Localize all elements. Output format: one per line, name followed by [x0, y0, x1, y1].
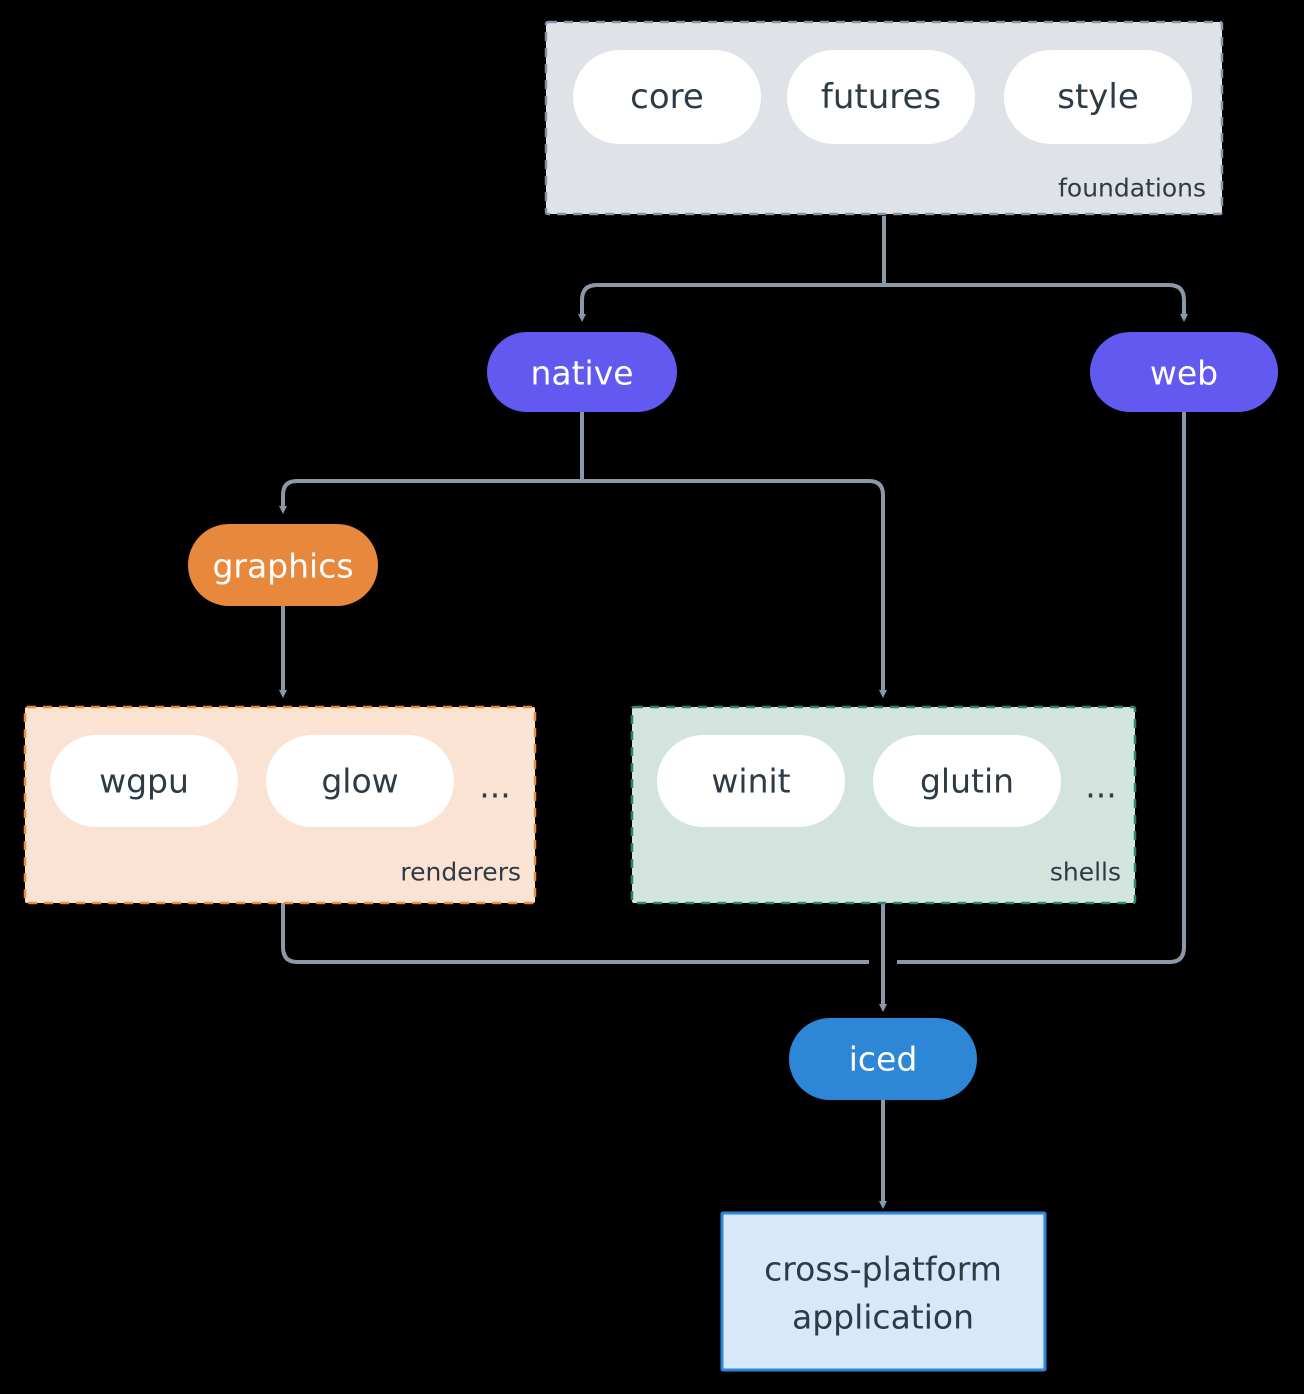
shells-ellipsis: ... — [1085, 767, 1116, 806]
pill-glutin[interactable]: glutin — [873, 735, 1061, 827]
node-graphics[interactable]: graphics — [188, 524, 378, 606]
pill-style[interactable]: style — [1004, 50, 1192, 144]
pill-core[interactable]: core — [573, 50, 761, 144]
pill-wgpu-label: wgpu — [99, 762, 189, 801]
pill-glow-label: glow — [321, 762, 398, 801]
pill-futures[interactable]: futures — [787, 50, 975, 144]
edge-foundations-web — [884, 283, 1188, 322]
group-foundations: core futures style foundations — [544, 20, 1224, 216]
node-iced-bg — [789, 1018, 977, 1100]
pill-glow[interactable]: glow — [266, 735, 454, 827]
edge-group — [279, 216, 1188, 1209]
pill-glutin-label: glutin — [920, 762, 1014, 801]
pill-winit-bg — [657, 735, 845, 827]
node-iced[interactable]: iced — [789, 1018, 977, 1100]
node-application-label-line1: cross-platform — [764, 1250, 1002, 1289]
renderers-ellipsis: ... — [479, 767, 510, 806]
node-native[interactable]: native — [487, 332, 677, 412]
edge-renderers-iced — [281, 903, 869, 964]
group-renderers: wgpu glow ... renderers — [23, 705, 537, 905]
node-native-bg — [487, 332, 677, 412]
edge-native-graphics — [279, 479, 582, 514]
pill-glow-bg — [266, 735, 454, 827]
pill-futures-bg — [787, 50, 975, 144]
pill-core-label: core — [630, 77, 704, 117]
node-native-label: native — [530, 354, 633, 393]
pill-glutin-bg — [873, 735, 1061, 827]
edge-foundations-native — [578, 283, 884, 322]
group-shells-label: shells — [1050, 858, 1121, 887]
group-foundations-label: foundations — [1058, 174, 1206, 203]
pill-winit[interactable]: winit — [657, 735, 845, 827]
node-web-label: web — [1150, 354, 1218, 393]
node-application[interactable]: cross-platform application — [720, 1211, 1047, 1372]
group-renderers-label: renderers — [400, 858, 521, 887]
edge-native-shells — [582, 479, 887, 698]
node-application-label-line2: application — [792, 1298, 974, 1337]
pill-style-bg — [1004, 50, 1192, 144]
node-graphics-label: graphics — [212, 547, 353, 586]
pill-winit-label: winit — [711, 762, 790, 801]
pill-futures-label: futures — [821, 77, 941, 117]
node-graphics-bg — [188, 524, 378, 606]
group-shells: winit glutin ... shells — [630, 705, 1137, 905]
node-web[interactable]: web — [1090, 332, 1278, 412]
pill-style-label: style — [1057, 77, 1139, 117]
pill-wgpu[interactable]: wgpu — [50, 735, 238, 827]
edge-web-iced — [897, 412, 1186, 964]
node-application-bg — [720, 1211, 1047, 1372]
pill-wgpu-bg — [50, 735, 238, 827]
node-web-bg — [1090, 332, 1278, 412]
node-iced-label: iced — [849, 1040, 918, 1079]
pill-core-bg — [573, 50, 761, 144]
